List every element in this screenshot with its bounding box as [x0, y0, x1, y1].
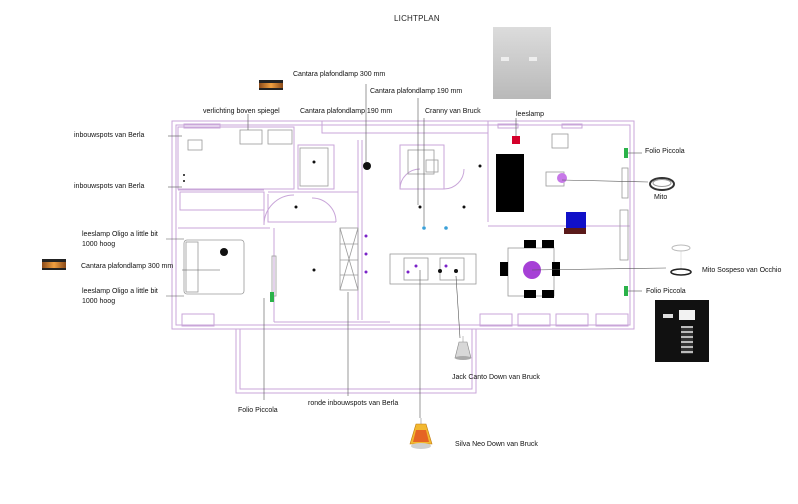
mito-sospeso-photo [655, 300, 709, 362]
label-verlichting-spiegel: verlichting boven spiegel [203, 108, 280, 115]
ring-lamp-icon [649, 177, 675, 191]
label-cantara-300-top: Cantara plafondlamp 300 mm [293, 71, 386, 78]
label-leeslamp-oligo-1-line2: 1000 hoog [82, 241, 116, 248]
cantara-top-icon [259, 80, 283, 90]
cantara-left-icon [42, 259, 66, 270]
label-mito-sospeso: Mito Sospeso van Occhio [702, 267, 782, 274]
label-cantara-300-left: Cantara plafondlamp 300 mm [81, 263, 174, 270]
cone-pendant-icon [454, 336, 472, 360]
glass-pendant-icon [409, 418, 433, 449]
label-folio-piccola-right: Folio Piccola [646, 288, 686, 295]
label-leeslamp: leeslamp [516, 111, 545, 118]
label-leeslamp-oligo-1-line1: leeslamp Oligo a little bit [82, 231, 158, 238]
label-leeslamp-oligo-2-line1: leeslamp Oligo a little bit [82, 288, 158, 295]
label-inbouwspots-2: inbouwspots van Berla [74, 183, 145, 190]
label-cantara-190-b: Cantara plafondlamp 190 mm [300, 108, 393, 115]
pendant-ring-icon [670, 244, 692, 276]
label-folio-piccola-top: Folio Piccola [645, 148, 685, 155]
label-inbouwspots-1: inbouwspots van Berla [74, 132, 145, 139]
label-folio-piccola-bottom: Folio Piccola [238, 407, 278, 414]
label-mito: Mito [654, 194, 668, 201]
label-cantara-190-a: Cantara plafondlamp 190 mm [370, 88, 463, 95]
cranny-photo [493, 27, 551, 99]
plan-title: LICHTPLAN [394, 14, 440, 23]
label-silva-neo: Silva Neo Down van Bruck [455, 441, 538, 448]
label-jack-canto: Jack Canto Down van Bruck [452, 374, 540, 381]
label-cranny: Cranny van Bruck [425, 108, 481, 115]
label-leeslamp-oligo-2-line2: 1000 hoog [82, 298, 116, 305]
label-ronde-inbouwspots: ronde inbouwspots van Berla [308, 400, 399, 407]
